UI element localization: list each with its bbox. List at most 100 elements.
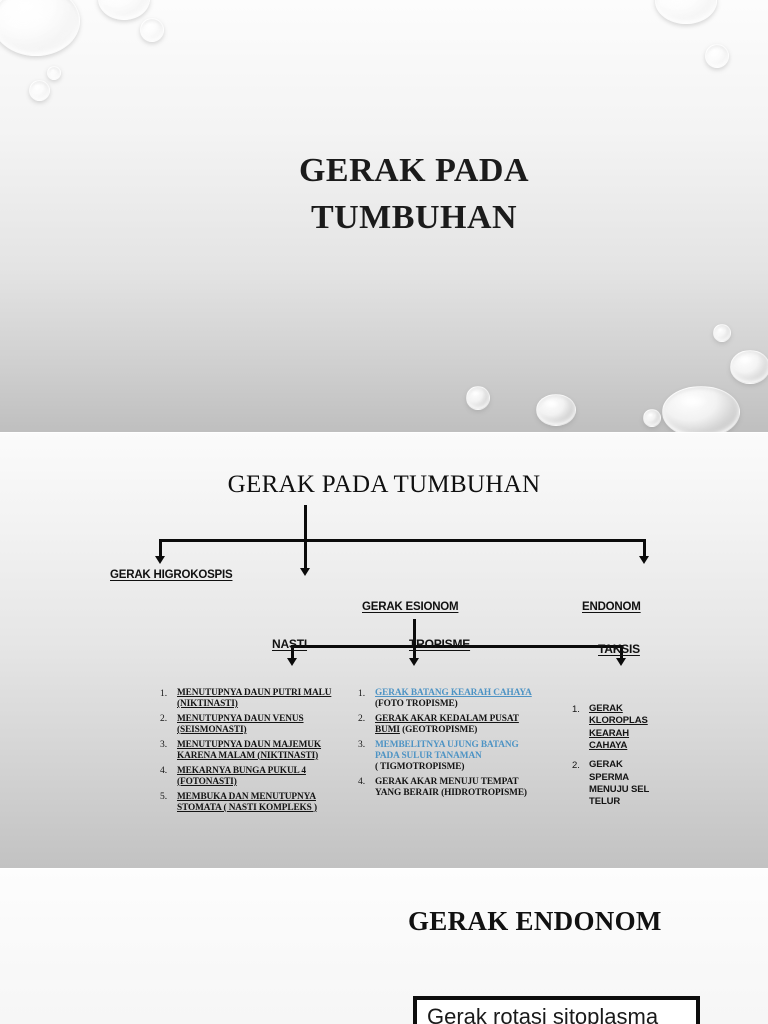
list-item-number: 1. [572,703,580,715]
list-item-main-2: KARENA MALAM ( [177,750,261,761]
list-item-text: GERAK KLOROPLAS KEARAH CAHAYA [589,703,658,752]
list-item-paren: (NIKTINASTI) [177,698,238,709]
list-item-text: MENUTUPNYA DAUN PUTRI MALU(NIKTINASTI) [177,688,331,710]
list-item-text: GERAK SPERMA MENUJU SEL TELUR [589,759,658,808]
list-item-number: 4. [160,766,168,777]
list-item-paren: NIKTINASTI) [260,750,319,761]
list-item-main: MENUTUPNYA DAUN PUTRI MALU [177,688,332,698]
connector-level1-drop-right [643,539,646,557]
slide-1-title-text: GERAK PADA TUMBUHAN [168,148,660,242]
node-gerak-esionom[interactable]: GERAK ESIONOM [362,601,459,613]
connector-level2-drop-left [291,645,294,659]
slide-3-title-text: GERAK ENDONOM [408,906,662,936]
list-item-paren: (SEISMONASTI) [177,724,247,735]
list-tropisme: 1. GERAK BATANG KEARAH CAHAYA(FOTO TROPI… [358,688,536,803]
connector-level1-bar [160,539,646,542]
bubble-icon [643,409,661,427]
list-item-main: MENUTUPNYA DAUN MAJEMUK [177,739,322,750]
list-item: 2. MENUTUPNYA DAUN VENUS(SEISMONASTI) [160,714,350,736]
list-item-link-2[interactable]: PADA SULUR TANAMAN [375,750,482,761]
diagram-root-title: GERAK PADA TUMBUHAN [227,471,541,498]
list-item-plain: GERAK AKAR MENUJU TEMPAT [375,776,519,787]
arrowhead-icon [155,556,165,564]
connector-root-stem [304,505,307,541]
bubble-icon [662,386,740,432]
list-item-number: 4. [358,777,366,788]
list-item-main: GERAK KLOROPLAS KEARAH CAHAYA [589,703,648,752]
bubble-icon [29,80,50,101]
list-item-number: 3. [160,740,168,751]
bubble-icon [730,350,768,384]
bubble-icon [713,324,731,342]
connector-level2-drop-right [620,645,623,659]
list-item-main: GERAK AKAR KEDALAM PUSAT [375,713,519,724]
list-item-plain: ( TIGMOTROPISME) [375,761,465,772]
connector-level1-drop-mid [304,539,307,569]
list-item-plain-2: YANG BERAIR (HIDROTROPISME) [375,787,527,798]
list-item-text: GERAK BATANG KEARAH CAHAYA(FOTO TROPISME… [375,688,532,710]
connector-level2-bar [292,645,623,648]
arrowhead-icon [300,568,310,576]
list-item-main-2: STOMATA ( NASTI KOMPLEKS ) [177,802,317,813]
list-item-paren: (FOTONASTI) [177,776,237,787]
list-item-main-2: BUMI [375,724,400,735]
list-item-number: 1. [358,688,366,699]
bubble-icon [705,44,729,68]
endonom-content-box: Gerak rotasi sitoplasma [413,996,700,1024]
arrowhead-icon [639,556,649,564]
title-line-2: TUMBUHAN [310,198,518,236]
list-item: 4. MEKARNYA BUNGA PUKUL 4(FOTONASTI) [160,766,350,788]
bubble-icon [466,386,490,410]
bubble-icon [98,0,150,20]
list-item-number: 2. [572,759,580,771]
list-item-main: MENUTUPNYA DAUN VENUS [177,713,304,724]
list-item-plain: (FOTO TROPISME) [375,698,458,709]
bubble-icon [536,394,576,426]
bubble-icon [47,66,61,80]
list-item-plain: (GEOTROPISME) [399,724,478,735]
node-nasti[interactable]: NASTI [272,637,308,651]
connector-level1-drop-left [159,539,162,557]
node-taksis[interactable]: TAKSIS [598,642,640,656]
list-item-text: MEKARNYA BUNGA PUKUL 4(FOTONASTI) [177,766,306,788]
bubble-icon [140,18,164,42]
list-item-main: MEMBUKA DAN MENUTUPNYA [177,791,316,802]
node-tropisme[interactable]: TROPISME [409,637,471,651]
connector-esionom-stem [413,619,416,647]
list-item: 1. MENUTUPNYA DAUN PUTRI MALU(NIKTINASTI… [160,688,350,710]
list-item-number: 3. [358,740,366,751]
list-item-number: 5. [160,792,168,803]
list-item: 1. GERAK BATANG KEARAH CAHAYA(FOTO TROPI… [358,688,536,710]
bubble-icon [655,0,717,24]
title-line-1: GERAK PADA [298,152,530,189]
list-item-text: MENUTUPNYA DAUN VENUS(SEISMONASTI) [177,714,304,736]
list-item-number: 2. [160,714,168,725]
node-gerak-higrokospis[interactable]: GERAK HIGROKOSPIS [110,569,233,581]
list-item: 2. GERAK SPERMA MENUJU SEL TELUR [572,759,658,808]
list-item: 1. GERAK KLOROPLAS KEARAH CAHAYA [572,703,658,752]
arrowhead-icon [287,658,297,666]
slide-2-diagram: GERAK PADA TUMBUHAN GERAK HIGROKOSPIS GE… [0,433,768,868]
arrowhead-icon [616,658,626,666]
slide-3-endonom: GERAK ENDONOM Gerak rotasi sitoplasma [0,869,768,1024]
list-item-main: GERAK SPERMA MENUJU SEL TELUR [589,759,650,808]
list-item-link[interactable]: MEMBELITNYA UJUNG BATANG [375,739,519,750]
arrowhead-icon [409,658,419,666]
list-taksis: 1. GERAK KLOROPLAS KEARAH CAHAYA 2. GERA… [572,703,658,816]
bubble-icon [0,0,80,56]
list-item-link[interactable]: GERAK BATANG KEARAH CAHAYA [375,688,532,698]
slide-1-title: GERAK PADA TUMBUHAN [0,0,768,432]
list-nasti: 1. MENUTUPNYA DAUN PUTRI MALU(NIKTINASTI… [160,688,350,818]
node-endonom[interactable]: ENDONOM [582,601,641,613]
